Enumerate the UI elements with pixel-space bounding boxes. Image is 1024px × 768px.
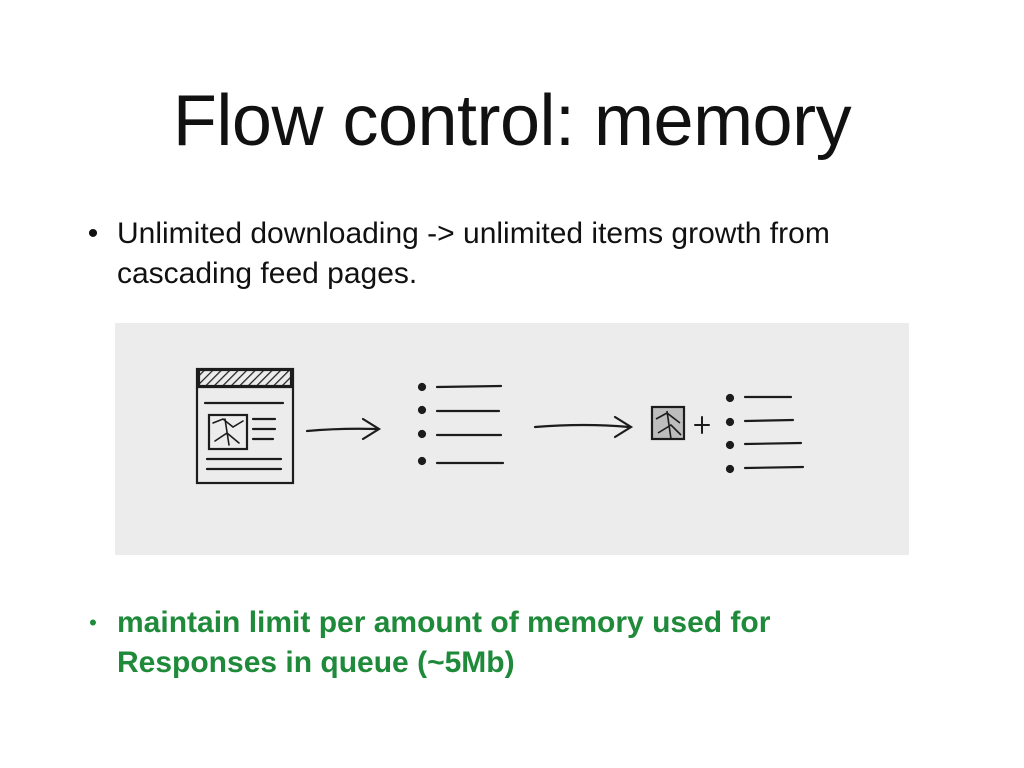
bullet-marker: • bbox=[87, 217, 99, 250]
bullet-text: maintain limit per amount of memory used… bbox=[117, 606, 771, 679]
bullet-item-2: • maintain limit per amount of memory us… bbox=[89, 603, 937, 683]
bullet-marker: • bbox=[89, 610, 97, 635]
sketch-drawing bbox=[195, 367, 805, 485]
slide-title: Flow control: memory bbox=[172, 81, 852, 161]
bullet-item-1: • Unlimited downloading -> unlimited ite… bbox=[88, 214, 937, 294]
bullet-text: Unlimited downloading -> unlimited items… bbox=[117, 217, 830, 290]
webpage-sketch-icon bbox=[195, 367, 295, 485]
arrow-icon bbox=[533, 415, 634, 439]
hand-drawn-sketch bbox=[115, 323, 909, 555]
bullet-list-sketch-icon bbox=[725, 393, 805, 474]
bullet-list-sketch-icon bbox=[417, 382, 505, 466]
plus-icon bbox=[694, 416, 710, 434]
image-thumbnail-sketch-icon bbox=[650, 405, 686, 441]
arrow-icon bbox=[305, 417, 382, 441]
